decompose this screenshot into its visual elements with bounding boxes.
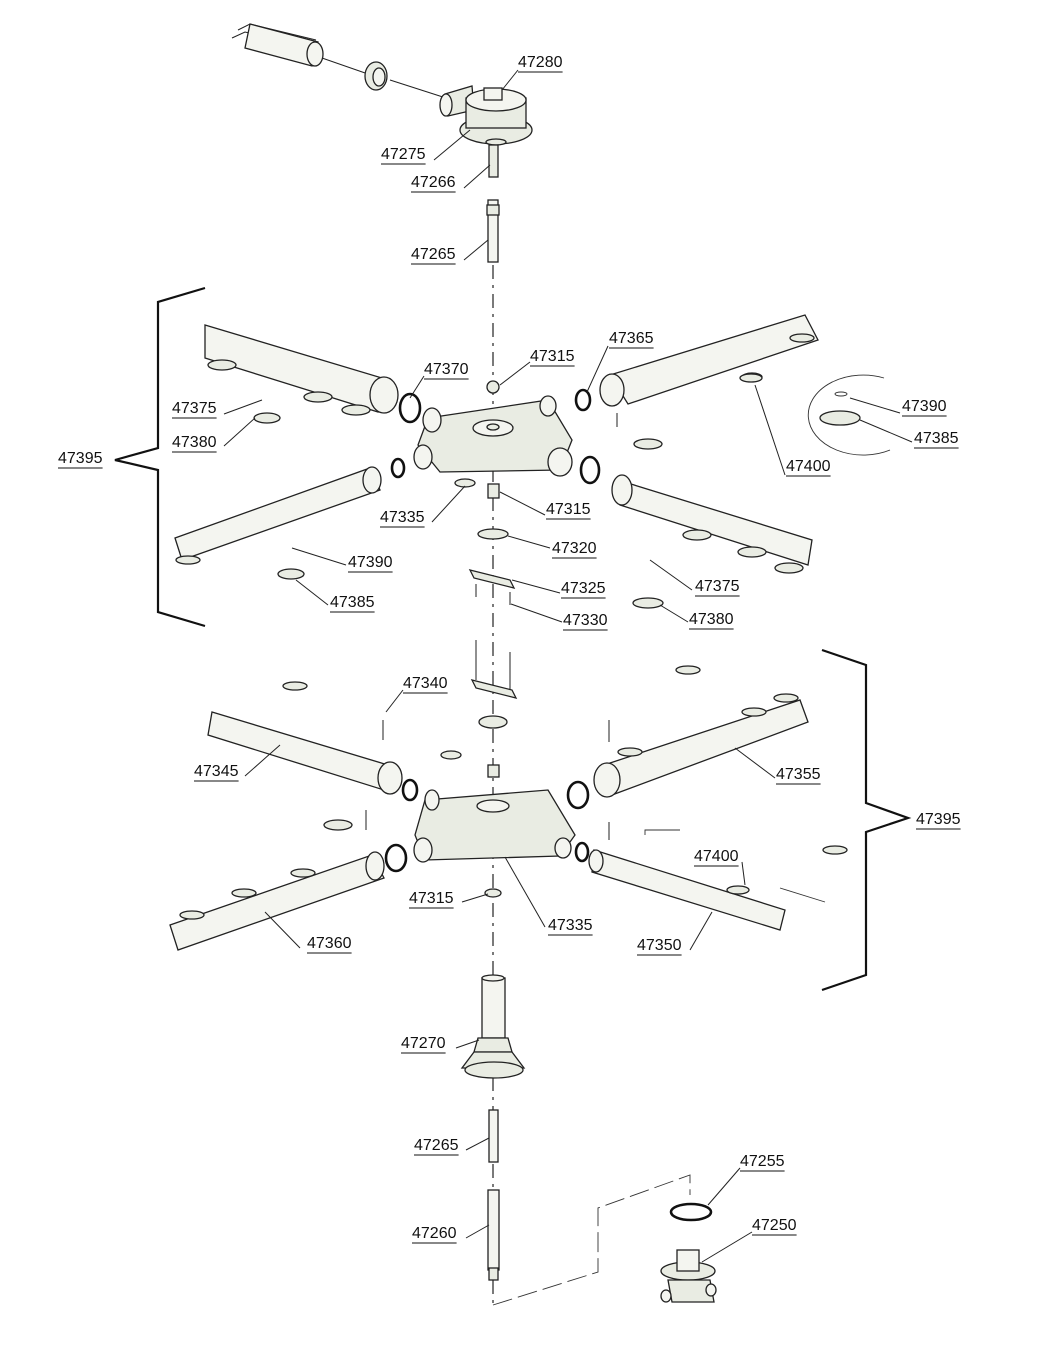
label-47315-upper: 47315 <box>530 348 575 365</box>
label-47320: 47320 <box>552 540 597 557</box>
upper-arm-assembly <box>174 314 891 609</box>
label-47350: 47350 <box>637 937 682 954</box>
brace-upper <box>114 286 206 628</box>
standpipe <box>460 974 526 1079</box>
label-47330: 47330 <box>563 612 608 629</box>
label-underlines <box>58 71 961 1244</box>
lower-shaft <box>487 1109 500 1281</box>
label-47275: 47275 <box>381 146 426 163</box>
spindle-top <box>486 199 500 263</box>
feed-pipe <box>231 23 369 75</box>
label-47315-lower: 47315 <box>409 890 454 907</box>
leader-lines <box>223 69 913 1263</box>
label-47260: 47260 <box>412 1225 457 1242</box>
label-47250: 47250 <box>752 1217 797 1234</box>
label-47385-right: 47385 <box>914 430 959 447</box>
label-47390-left: 47390 <box>348 554 393 571</box>
label-47360: 47360 <box>307 935 352 952</box>
label-47400-lower: 47400 <box>694 848 739 865</box>
connection-path <box>492 1174 691 1306</box>
label-47380-right: 47380 <box>689 611 734 628</box>
label-47345: 47345 <box>194 763 239 780</box>
label-47340: 47340 <box>403 675 448 692</box>
part-labels: 47280 47275 47266 47265 47395 47370 4731… <box>58 54 961 1242</box>
base-fitting <box>660 1202 717 1303</box>
label-47385-left: 47385 <box>330 594 375 611</box>
label-47335-lower: 47335 <box>548 917 593 934</box>
label-47390-right: 47390 <box>902 398 947 415</box>
label-47375-left: 47375 <box>172 400 217 417</box>
label-47315-mid: 47315 <box>546 501 591 518</box>
label-47365: 47365 <box>609 330 654 347</box>
label-47266: 47266 <box>411 174 456 191</box>
label-47280: 47280 <box>518 54 563 71</box>
label-47400-upper: 47400 <box>786 458 831 475</box>
label-47375-right: 47375 <box>695 578 740 595</box>
label-47265-bottom: 47265 <box>414 1137 459 1154</box>
swivel-hub <box>439 85 533 178</box>
label-47355: 47355 <box>776 766 821 783</box>
label-47335-upper: 47335 <box>380 509 425 526</box>
label-47255: 47255 <box>740 1153 785 1170</box>
label-47325: 47325 <box>561 580 606 597</box>
lower-arm-assembly <box>169 640 848 951</box>
label-47370: 47370 <box>424 361 469 378</box>
label-47380-left: 47380 <box>172 434 217 451</box>
label-47270: 47270 <box>401 1035 446 1052</box>
pipe-nut <box>364 61 447 99</box>
label-47395-upper: 47395 <box>58 450 103 467</box>
brace-lower <box>821 648 912 992</box>
label-47395-lower: 47395 <box>916 811 961 828</box>
label-47265-top: 47265 <box>411 246 456 263</box>
